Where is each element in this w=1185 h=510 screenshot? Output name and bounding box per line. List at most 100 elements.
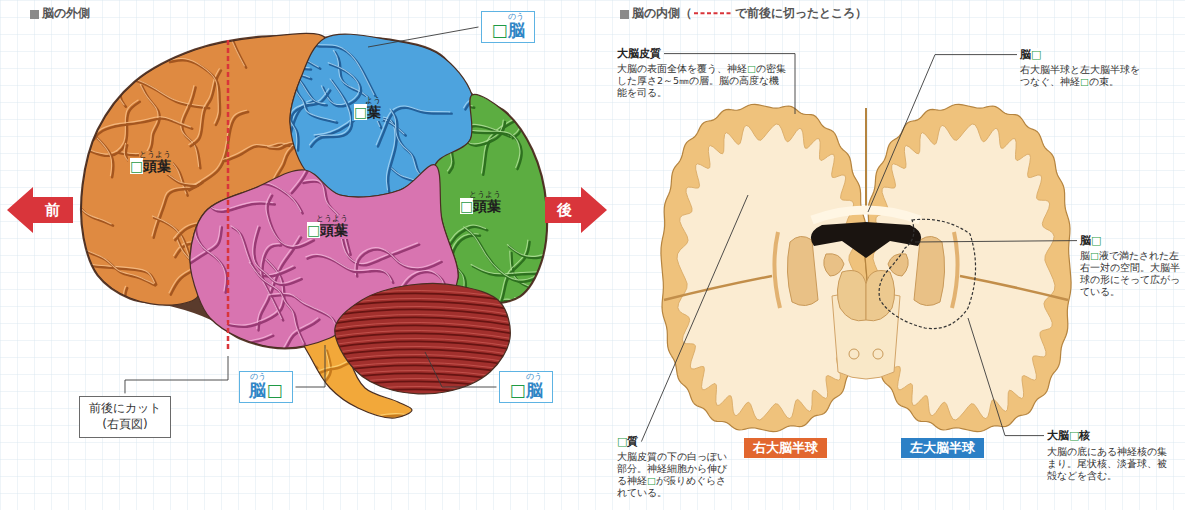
gyrus-groove <box>191 0 246 68</box>
gyrus-groove <box>292 136 369 193</box>
mammillary-body <box>873 349 883 359</box>
gyrus-groove <box>330 147 371 191</box>
heading-dash-sample <box>694 12 732 14</box>
basal-ganglia-outline <box>879 219 975 328</box>
callout-heading: 大脳□核 <box>1047 429 1090 442</box>
node-text: 前 <box>45 201 60 220</box>
gyrus-highlight <box>510 251 549 334</box>
gyrus-groove <box>449 100 505 145</box>
blank-box: □ <box>1091 234 1101 247</box>
deep-structures-right <box>866 232 1068 321</box>
gyrus-groove <box>234 347 318 368</box>
gyrus-groove <box>450 0 469 55</box>
lobe-label: □頭葉 <box>458 198 503 215</box>
gyrus-highlight <box>376 106 450 145</box>
gyrus-highlight <box>76 100 138 154</box>
thalamus <box>866 271 895 321</box>
gyrus-groove <box>196 201 227 293</box>
gyrus-highlight <box>290 134 367 191</box>
gyrus-groove <box>466 229 548 282</box>
gyrus-groove <box>52 123 114 177</box>
folia-highlight <box>330 290 515 299</box>
ventricle <box>866 222 921 258</box>
callout-text: 右大脳半球と左大脳半球をつなぐ、神経□の束。 <box>1020 64 1145 88</box>
callout-text: 大脳皮質の下の白っぽい部分。神経細胞から伸びる神経□が張りめぐらされている。 <box>617 451 729 500</box>
leader-lines <box>125 27 1077 442</box>
node-text: 右大脳半球 <box>753 440 818 457</box>
callout-text: 大脳の底にある神経核の集まり。尾状核、淡蒼球、被殻などを含む。 <box>1047 446 1175 482</box>
node-text: 前後にカット (右頁図) <box>88 401 162 432</box>
folia-highlight <box>330 330 515 339</box>
gyrus-highlight <box>17 270 90 298</box>
note-box: 前後にカット (右頁図) <box>79 396 171 437</box>
blank-box: □ <box>509 380 525 400</box>
cerebellum-texture <box>330 290 515 398</box>
gyrus-groove <box>241 161 303 213</box>
deep-structures-left <box>664 232 866 321</box>
node-text: 脳□ <box>249 381 282 400</box>
gyrus-highlight <box>448 0 467 53</box>
gyrus-groove <box>378 119 397 192</box>
gyrus-groove <box>170 60 220 125</box>
leader-line <box>641 195 748 442</box>
panel-heading: 脳の内側（ <box>632 6 692 20</box>
panel-heading: 脳の外側 <box>42 6 90 20</box>
gyrus-groove <box>304 0 351 55</box>
blank-box: □ <box>307 222 320 238</box>
mammillary-body <box>849 349 859 359</box>
thalamus <box>837 271 866 321</box>
gyrus-highlight <box>339 226 417 264</box>
gyrus-highlight <box>312 349 330 435</box>
folia-highlight <box>330 322 515 331</box>
folia-highlight <box>330 346 515 355</box>
longitudinal-fissure <box>865 108 867 206</box>
gyrus-groove <box>92 288 132 386</box>
gyrus-highlight <box>35 88 112 108</box>
brain-coronal-section <box>661 104 1071 431</box>
gyrus-highlight <box>152 181 201 236</box>
gyrus-highlight <box>390 109 427 181</box>
folia-highlight <box>330 338 515 347</box>
blank-box: □ <box>1069 429 1079 442</box>
insula <box>774 232 780 308</box>
gyrus-highlight <box>90 286 130 384</box>
gyrus-groove <box>37 90 114 110</box>
leader-line <box>296 345 325 387</box>
white-matter <box>873 124 1055 420</box>
leader-line <box>968 318 1044 436</box>
cut-line <box>227 40 230 352</box>
putamen <box>914 236 945 305</box>
gyrus-groove <box>283 0 311 70</box>
gyrus-highlight <box>328 145 369 189</box>
blank-box: □ <box>747 63 756 74</box>
gyrus-highlight <box>239 159 301 211</box>
node-text: 左大脳半球 <box>910 440 975 457</box>
callout-text: 大脳の表面全体を覆う、神経□の密集した厚さ2～5㎜の層。脳の高度な機能を司る。 <box>617 63 789 99</box>
arrow-shape <box>7 187 73 233</box>
gyrus-groove <box>303 182 350 255</box>
callout-heading: □質 <box>617 435 638 448</box>
blank-box: □ <box>354 104 367 120</box>
leader-line <box>425 352 496 387</box>
gyrus-highlight <box>189 69 219 145</box>
blank-box: □ <box>130 158 143 174</box>
lateral-sulcus <box>960 276 1068 300</box>
leader-line <box>868 55 1017 212</box>
gyrus-groove <box>155 228 222 273</box>
arrow-fill <box>545 187 607 233</box>
gyrus-highlight <box>211 47 310 78</box>
direction-arrow: 前 <box>7 187 73 233</box>
hemisphere-cortex <box>661 104 867 431</box>
gyrus-highlight <box>455 121 520 167</box>
gyrus-highlight <box>321 63 359 105</box>
caudate <box>888 254 908 276</box>
folia-highlight <box>330 306 515 315</box>
gyrus-highlight <box>92 117 190 138</box>
gyrus-groove <box>323 64 361 106</box>
lobe-label: □葉 <box>352 104 383 121</box>
